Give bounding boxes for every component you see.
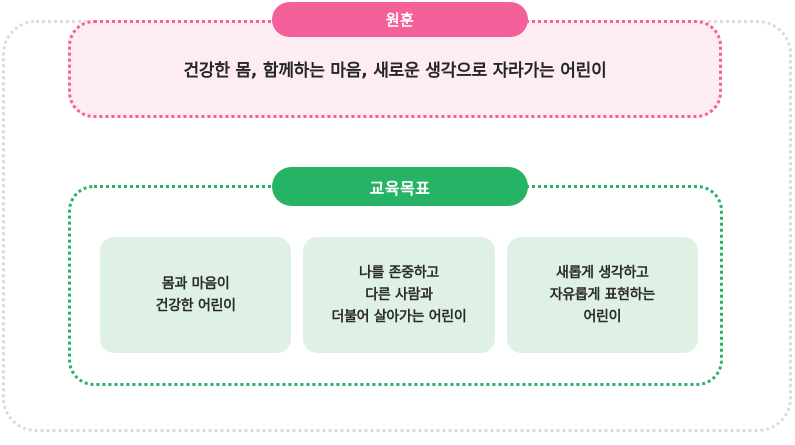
motto-section-header-pill: 원훈 — [272, 2, 528, 37]
motto-section-header-label: 원훈 — [385, 11, 415, 29]
goal-card-line: 자유롭게 표현하는 — [549, 287, 656, 303]
goal-card-line: 몸과 마음이 — [161, 276, 230, 292]
goal-card-line: 더불어 살아가는 어린이 — [331, 309, 467, 325]
goals-section-header-pill: 교육목표 — [272, 167, 528, 206]
goal-card-line: 나를 존중하고 — [358, 265, 440, 281]
goal-card-line: 다른 사람과 — [365, 287, 433, 303]
goal-card-line: 어린이 — [583, 309, 622, 325]
goal-card-line: 새롭게 생각하고 — [556, 265, 649, 281]
goals-section-header-label: 교육목표 — [369, 178, 431, 198]
motto-slogan: 건강한 몸, 함께하는 마음, 새로운 생각으로 자라가는 어린이 — [183, 61, 607, 81]
goal-card-line: 건강한 어린이 — [155, 298, 236, 314]
